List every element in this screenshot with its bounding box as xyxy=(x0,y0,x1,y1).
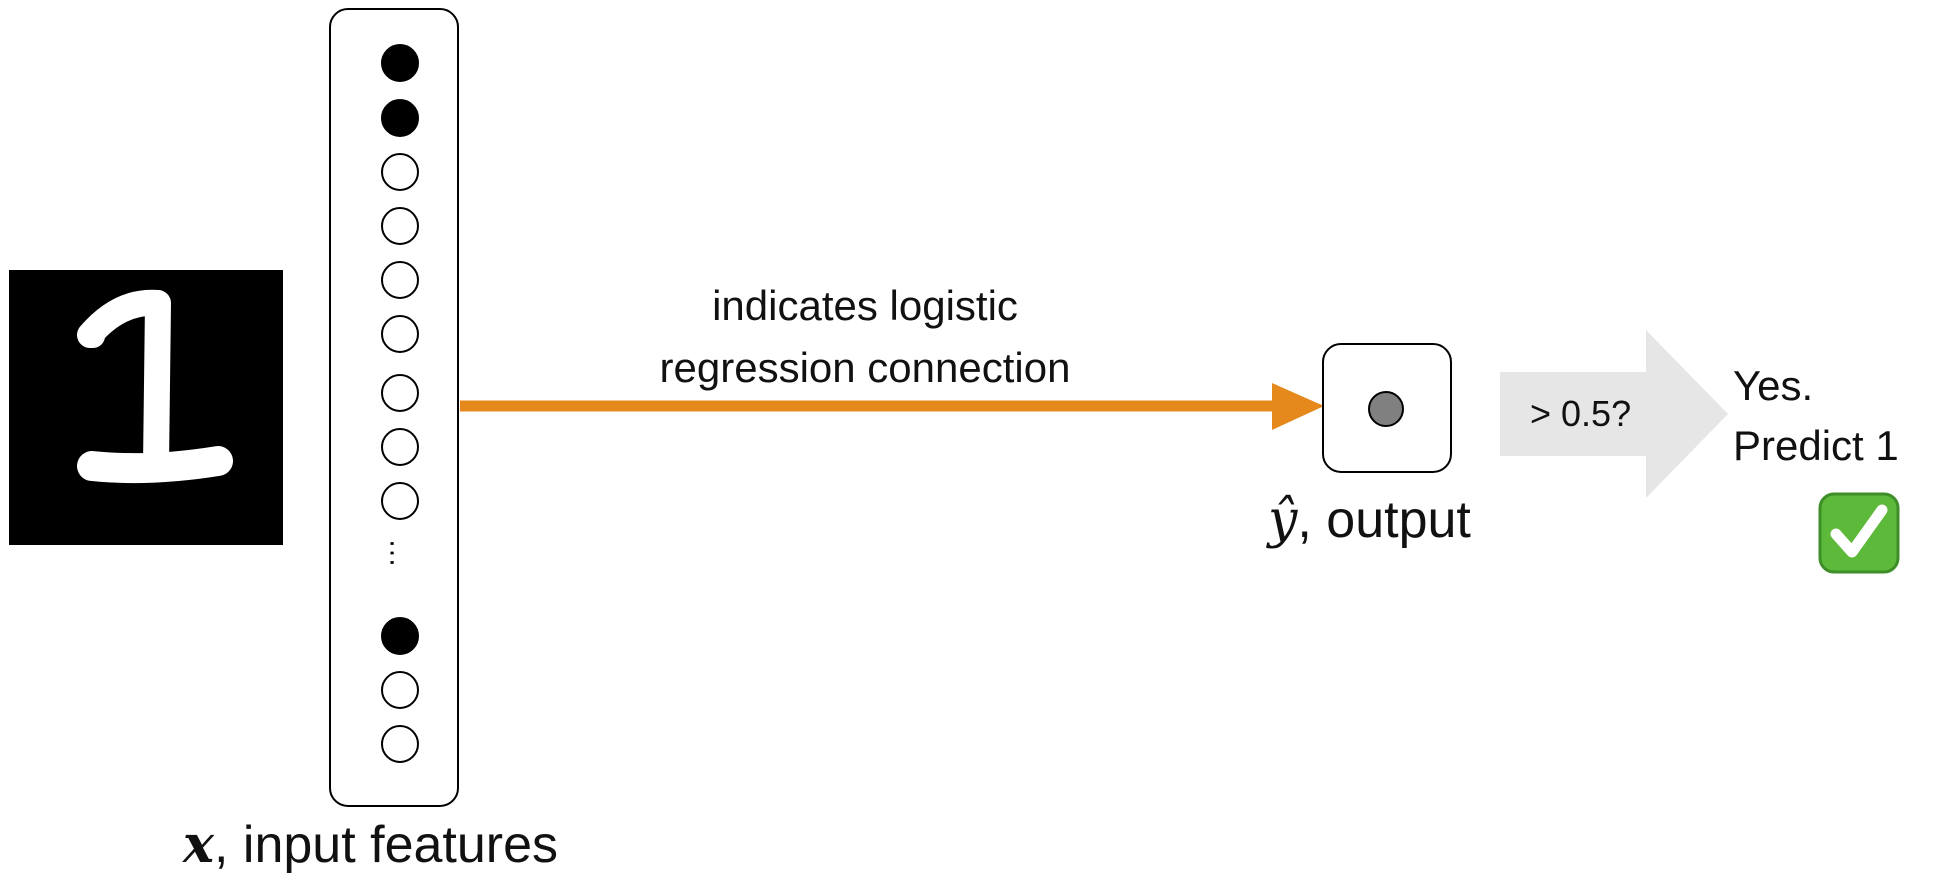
input-var-symbol: x xyxy=(183,814,215,875)
feature-node-empty xyxy=(381,482,419,520)
feature-node-filled xyxy=(381,99,419,137)
feature-node-empty xyxy=(381,374,419,412)
feature-node-empty xyxy=(381,428,419,466)
threshold-label: > 0.5? xyxy=(1530,393,1632,434)
output-node xyxy=(1368,391,1404,427)
feature-node-empty xyxy=(381,261,419,299)
check-mark-icon xyxy=(1818,492,1900,574)
output-label: ŷ, output xyxy=(1268,490,1471,550)
feature-node-filled xyxy=(381,617,419,655)
connection-label-line1: indicates logistic xyxy=(712,282,1018,329)
threshold-arrow xyxy=(1500,330,1728,498)
connection-label: indicates logistic regression connection xyxy=(615,275,1115,399)
feature-node-empty xyxy=(381,207,419,245)
connection-arrow xyxy=(460,383,1324,430)
input-features-label: x, input features xyxy=(183,815,558,875)
prediction-text: Predict 1 xyxy=(1733,422,1899,469)
feature-node-empty xyxy=(381,671,419,709)
output-var-symbol: ŷ xyxy=(1268,490,1298,550)
input-label-text: , input features xyxy=(214,816,559,874)
prediction-yes: Yes. xyxy=(1733,362,1814,409)
vector-ellipsis: … xyxy=(384,538,417,568)
input-vector-nodes: … xyxy=(381,44,419,763)
connection-label-line2: regression connection xyxy=(659,344,1071,391)
feature-node-empty xyxy=(381,153,419,191)
output-label-text: , output xyxy=(1297,491,1471,549)
digit-image xyxy=(9,270,283,545)
feature-node-filled xyxy=(381,44,419,82)
feature-node-empty xyxy=(381,725,419,763)
feature-node-empty xyxy=(381,315,419,353)
